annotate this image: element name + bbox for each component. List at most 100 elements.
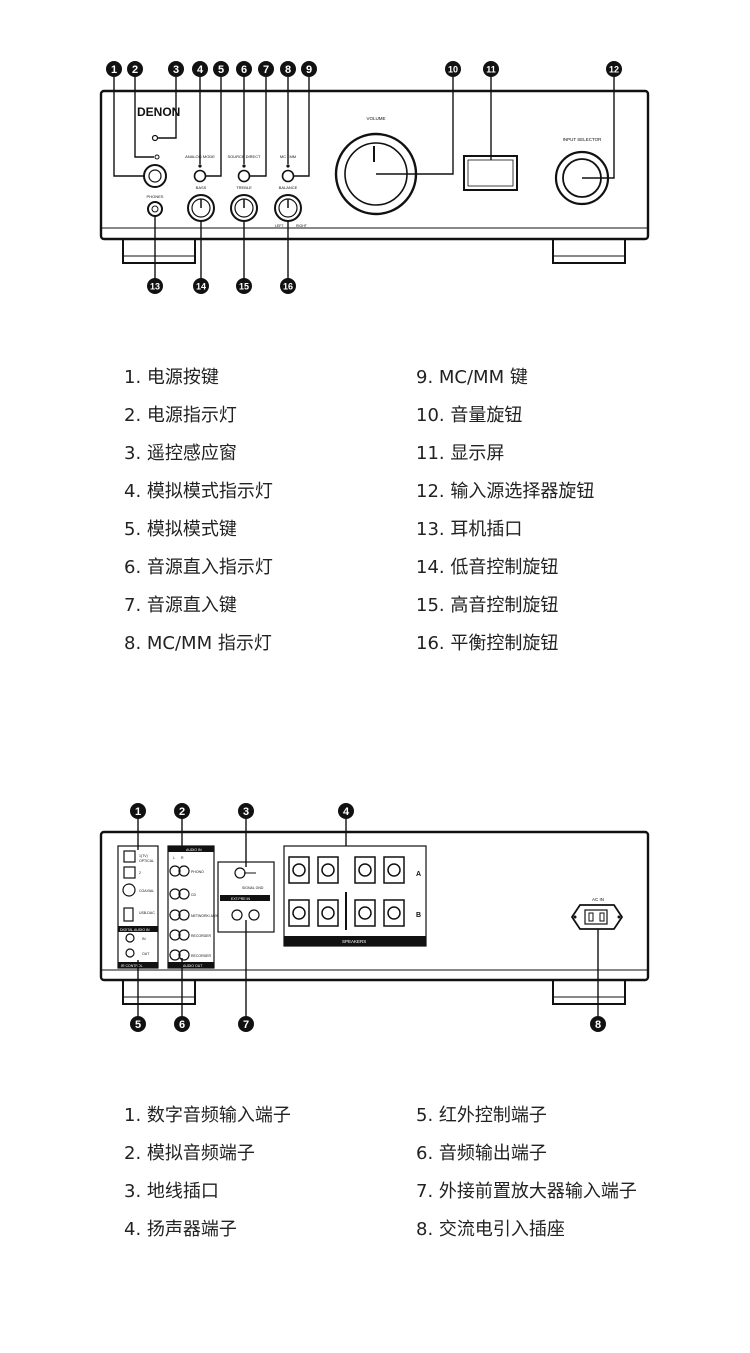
- digital-audio-in-label: DIGITAL AUDIO IN: [120, 928, 150, 932]
- legend-item: 1. 电源按键: [124, 367, 219, 388]
- front-panel-diagram: DENON PHONES ANALOG MODE SOURCE DIRECT M…: [99, 61, 650, 294]
- ir-out-jack: [125, 948, 135, 958]
- ac-inlet: [570, 904, 624, 930]
- rca-jacks: [169, 865, 190, 961]
- svg-text:16: 16: [283, 282, 293, 292]
- callout-12: [606, 61, 622, 77]
- legend-item: 6. 音源直入指示灯: [124, 557, 273, 578]
- svg-text:6: 6: [241, 64, 247, 76]
- svg-text:6: 6: [179, 1019, 185, 1031]
- digital-in-block: [117, 845, 159, 969]
- svg-text:7: 7: [263, 64, 269, 76]
- rear-panel-diagram: 1(TV) OPTICAL 2 COAXIAL USB-DAC DIGITAL …: [99, 803, 650, 1032]
- svg-text:L: L: [173, 856, 175, 860]
- callout-11: [483, 61, 499, 77]
- svg-text:COAXIAL: COAXIAL: [139, 889, 154, 893]
- callout-1: [106, 61, 122, 77]
- legend-item: 11. 显示屏: [416, 443, 505, 464]
- svg-text:USB-DAC: USB-DAC: [139, 911, 155, 915]
- power-button: [143, 164, 167, 188]
- power-indicator: [154, 154, 160, 160]
- remote-sensor: [151, 134, 159, 142]
- front-chassis: [99, 89, 650, 241]
- front-legend-left: 1. 电源按键 2. 电源指示灯 3. 遥控感应窗 4. 模拟模式指示灯 5. …: [124, 366, 273, 670]
- legend-item: 13. 耳机插口: [416, 519, 523, 540]
- callout-15: [236, 278, 252, 294]
- front-right-foot: [552, 238, 626, 264]
- treble-label: TREBLE: [236, 185, 252, 190]
- callout-6: [236, 61, 252, 77]
- legend-item: 2. 电源指示灯: [124, 405, 237, 426]
- signal-gnd-label: SIGNAL GND: [242, 886, 264, 890]
- ext-pre-r-jack: [248, 909, 260, 921]
- svg-text:15: 15: [239, 282, 249, 292]
- svg-text:1: 1: [135, 806, 141, 818]
- audio-out-label: AUDIO OUT: [183, 964, 203, 968]
- svg-text:2: 2: [139, 871, 141, 875]
- balance-left-label: LEFT: [275, 224, 284, 228]
- input-selector-label: INPUT SELECTOR: [563, 137, 603, 142]
- headphone-jack: [147, 201, 163, 217]
- legend-item: 12. 输入源选择器旋钮: [416, 481, 595, 502]
- rear-callout-6: [174, 1016, 190, 1032]
- callout-5: [213, 61, 229, 77]
- display-window: [463, 155, 518, 191]
- svg-text:RECORDER: RECORDER: [191, 954, 212, 958]
- front-left-foot: [122, 238, 196, 264]
- legend-item: 4. 扬声器端子: [124, 1219, 237, 1240]
- audio-in-label: AUDIO IN: [186, 848, 202, 852]
- svg-text:NETWORK/ AUX: NETWORK/ AUX: [191, 914, 219, 918]
- optical-1-jack: [123, 850, 136, 863]
- rear-leader-lines: [137, 818, 599, 1017]
- front-legend-right: 9. MC/MM 键 10. 音量旋钮 11. 显示屏 12. 输入源选择器旋钮…: [416, 366, 594, 670]
- svg-text:10: 10: [448, 65, 458, 75]
- svg-text:11: 11: [486, 65, 496, 75]
- volume-label: VOLUME: [366, 116, 385, 121]
- svg-text:1(TV): 1(TV): [139, 854, 148, 858]
- svg-text:7: 7: [243, 1019, 249, 1031]
- legend-item: 2. 模拟音频端子: [124, 1143, 255, 1164]
- rear-legend-left: 1. 数字音频输入端子 2. 模拟音频端子 3. 地线插口 4. 扬声器端子: [124, 1104, 291, 1256]
- svg-text:13: 13: [150, 282, 160, 292]
- callout-10: [445, 61, 461, 77]
- svg-text:12: 12: [609, 65, 619, 75]
- optical-2-jack: [123, 866, 136, 879]
- svg-text:2: 2: [132, 64, 138, 76]
- callout-8: [280, 61, 296, 77]
- legend-item: 4. 模拟模式指示灯: [124, 481, 273, 502]
- ir-in-jack: [125, 933, 135, 943]
- legend-item: 6. 音频输出端子: [416, 1143, 547, 1164]
- source-direct-button: [237, 169, 251, 183]
- speaker-terminals: [288, 856, 405, 927]
- callout-4: [192, 61, 208, 77]
- ext-pre-in-label: EXT.PRE IN: [231, 897, 251, 901]
- callout-9: [301, 61, 317, 77]
- svg-text:9: 9: [306, 64, 312, 76]
- bass-label: BASS: [196, 185, 207, 190]
- svg-text:4: 4: [343, 806, 350, 818]
- svg-text:3: 3: [243, 806, 249, 818]
- svg-text:8: 8: [285, 64, 291, 76]
- balance-label: BALANCE: [279, 185, 298, 190]
- mc-mm-button: [281, 169, 295, 183]
- svg-text:IN: IN: [142, 937, 146, 941]
- legend-item: 8. 交流电引入插座: [416, 1219, 565, 1240]
- rear-left-foot: [122, 979, 196, 1005]
- rear-callout-1: [130, 803, 146, 819]
- legend-item: 14. 低音控制旋钮: [416, 557, 559, 578]
- svg-text:RECORDER: RECORDER: [191, 934, 212, 938]
- legend-item: 7. 音源直入键: [124, 595, 237, 616]
- svg-text:5: 5: [135, 1019, 141, 1031]
- svg-text:OUT: OUT: [142, 952, 150, 956]
- rear-legend-right: 5. 红外控制端子 6. 音频输出端子 7. 外接前置放大器输入端子 8. 交流…: [416, 1104, 637, 1256]
- legend-item: 3. 地线插口: [124, 1181, 219, 1202]
- legend-item: 7. 外接前置放大器输入端子: [416, 1181, 637, 1202]
- phones-label: PHONES: [147, 194, 164, 199]
- svg-text:5: 5: [218, 64, 224, 76]
- legend-item: 5. 模拟模式键: [124, 519, 237, 540]
- rear-chassis: [99, 830, 650, 982]
- legend-item: 3. 遥控感应窗: [124, 443, 237, 464]
- callout-7: [258, 61, 274, 77]
- mc-mm-indicator: [286, 164, 290, 168]
- ext-pre-l-jack: [231, 909, 243, 921]
